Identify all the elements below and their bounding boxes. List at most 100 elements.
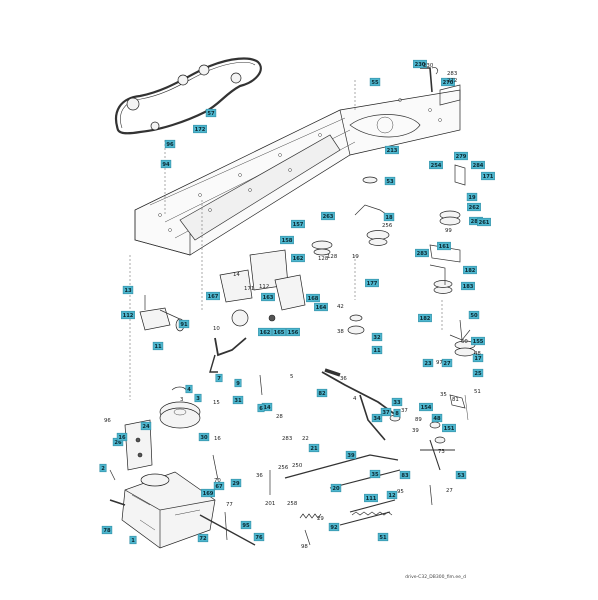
callout-number: 76 bbox=[255, 535, 263, 541]
callout-badge bbox=[99, 463, 107, 473]
callout-badge bbox=[369, 469, 381, 479]
callout-number: 168 bbox=[308, 296, 319, 302]
callout-badge bbox=[306, 293, 320, 303]
callout-badge bbox=[198, 432, 210, 442]
callout-badge bbox=[234, 378, 242, 388]
drawing-reference: drive-C32_DB300_fim.ee_d bbox=[405, 574, 466, 580]
part-number: 96 bbox=[104, 418, 111, 424]
callout-169: 169 bbox=[201, 488, 215, 498]
callout-badge bbox=[197, 533, 209, 543]
callout-156: 156 bbox=[286, 327, 300, 337]
callout-270: 270 bbox=[441, 77, 455, 87]
callout-badge bbox=[272, 327, 286, 337]
part-number: 5 bbox=[290, 374, 293, 380]
part-number: 201 bbox=[265, 501, 275, 507]
callout-number: 164 bbox=[316, 305, 327, 311]
part-number: 98 bbox=[301, 544, 308, 550]
callout-badge bbox=[291, 253, 305, 263]
callout-83: 83 bbox=[399, 470, 411, 480]
callout-283: 283 bbox=[415, 248, 429, 258]
callout-213: 213 bbox=[385, 145, 399, 155]
bolts bbox=[109, 295, 463, 546]
callout-number: 72 bbox=[199, 536, 207, 542]
callout-badge bbox=[364, 493, 378, 503]
callout-78: 78 bbox=[101, 525, 113, 535]
callout-number: 35 bbox=[371, 472, 379, 478]
callout-badge bbox=[377, 532, 389, 542]
callout-number: 24 bbox=[142, 424, 150, 430]
callout-badge bbox=[477, 217, 491, 227]
callout-badge bbox=[413, 59, 427, 69]
callout-number: 2 bbox=[101, 466, 105, 472]
springs bbox=[299, 511, 393, 519]
callout-badge bbox=[371, 345, 383, 355]
callout-76: 76 bbox=[253, 532, 265, 542]
part-number: 38 bbox=[337, 329, 344, 335]
callout-8: 8 bbox=[393, 408, 401, 418]
part-number: 19 bbox=[352, 254, 359, 260]
part-number: 16 bbox=[214, 436, 221, 442]
callout-72: 72 bbox=[197, 533, 209, 543]
part-number: 51 bbox=[474, 389, 481, 395]
callout-162: 162 bbox=[258, 327, 272, 337]
callout-30: 30 bbox=[198, 432, 210, 442]
callout-161: 161 bbox=[437, 241, 451, 251]
callout-number: 6 bbox=[259, 406, 263, 412]
callout-number: 156 bbox=[288, 330, 299, 336]
part-number: 15 bbox=[213, 400, 220, 406]
callout-154: 154 bbox=[419, 402, 433, 412]
callout-6: 6 bbox=[257, 403, 265, 413]
callout-number: 34 bbox=[373, 416, 381, 422]
callout-262: 262 bbox=[467, 202, 481, 212]
callout-badge bbox=[383, 212, 395, 222]
callout-12: 12 bbox=[386, 490, 398, 500]
callout-badge bbox=[380, 407, 392, 417]
part-number: 283 bbox=[447, 71, 457, 77]
lever-arm bbox=[209, 337, 247, 373]
callout-164: 164 bbox=[314, 302, 328, 312]
idler-pulley bbox=[230, 72, 242, 84]
callout-13: 13 bbox=[122, 285, 134, 295]
callout-29: 29 bbox=[230, 478, 242, 488]
callout-23: 23 bbox=[422, 358, 434, 368]
part-number: 37 bbox=[401, 408, 408, 414]
callout-number: 26 bbox=[114, 440, 122, 446]
callout-163: 163 bbox=[261, 292, 275, 302]
callout-badge bbox=[468, 310, 480, 320]
callout-badge bbox=[466, 192, 478, 202]
callout-number: 283 bbox=[417, 251, 428, 257]
callout-number: 161 bbox=[439, 244, 450, 250]
right-lower-assembly bbox=[429, 329, 476, 444]
callout-55: 55 bbox=[369, 77, 381, 87]
callout-number: 32 bbox=[373, 335, 381, 341]
callout-badge bbox=[384, 176, 396, 186]
callout-18: 18 bbox=[383, 212, 395, 222]
callout-number: 213 bbox=[387, 148, 398, 154]
callout-number: 3 bbox=[196, 396, 200, 402]
callout-badge bbox=[391, 397, 403, 407]
callout-badge bbox=[121, 310, 135, 320]
callout-number: 284 bbox=[473, 163, 484, 169]
callout-21: 21 bbox=[308, 443, 320, 453]
part-number: 36 bbox=[340, 376, 347, 382]
callout-number: 30 bbox=[200, 435, 208, 441]
callout-badge bbox=[467, 202, 481, 212]
callout-11: 11 bbox=[152, 341, 164, 351]
part-number: 28 bbox=[276, 414, 283, 420]
callout-number: 53 bbox=[457, 473, 465, 479]
callout-badge bbox=[422, 358, 434, 368]
callout-number: 51 bbox=[379, 535, 387, 541]
callout-number: 8 bbox=[395, 411, 399, 417]
part-number: 36 bbox=[256, 473, 263, 479]
callout-badge bbox=[258, 327, 272, 337]
callout-53: 53 bbox=[455, 470, 467, 480]
callout-182: 182 bbox=[463, 265, 477, 275]
callout-number: 165 bbox=[274, 330, 285, 336]
callout-badge bbox=[185, 384, 193, 394]
part-number: 27 bbox=[446, 488, 453, 494]
callout-177: 177 bbox=[365, 278, 379, 288]
callout-badge bbox=[419, 402, 433, 412]
